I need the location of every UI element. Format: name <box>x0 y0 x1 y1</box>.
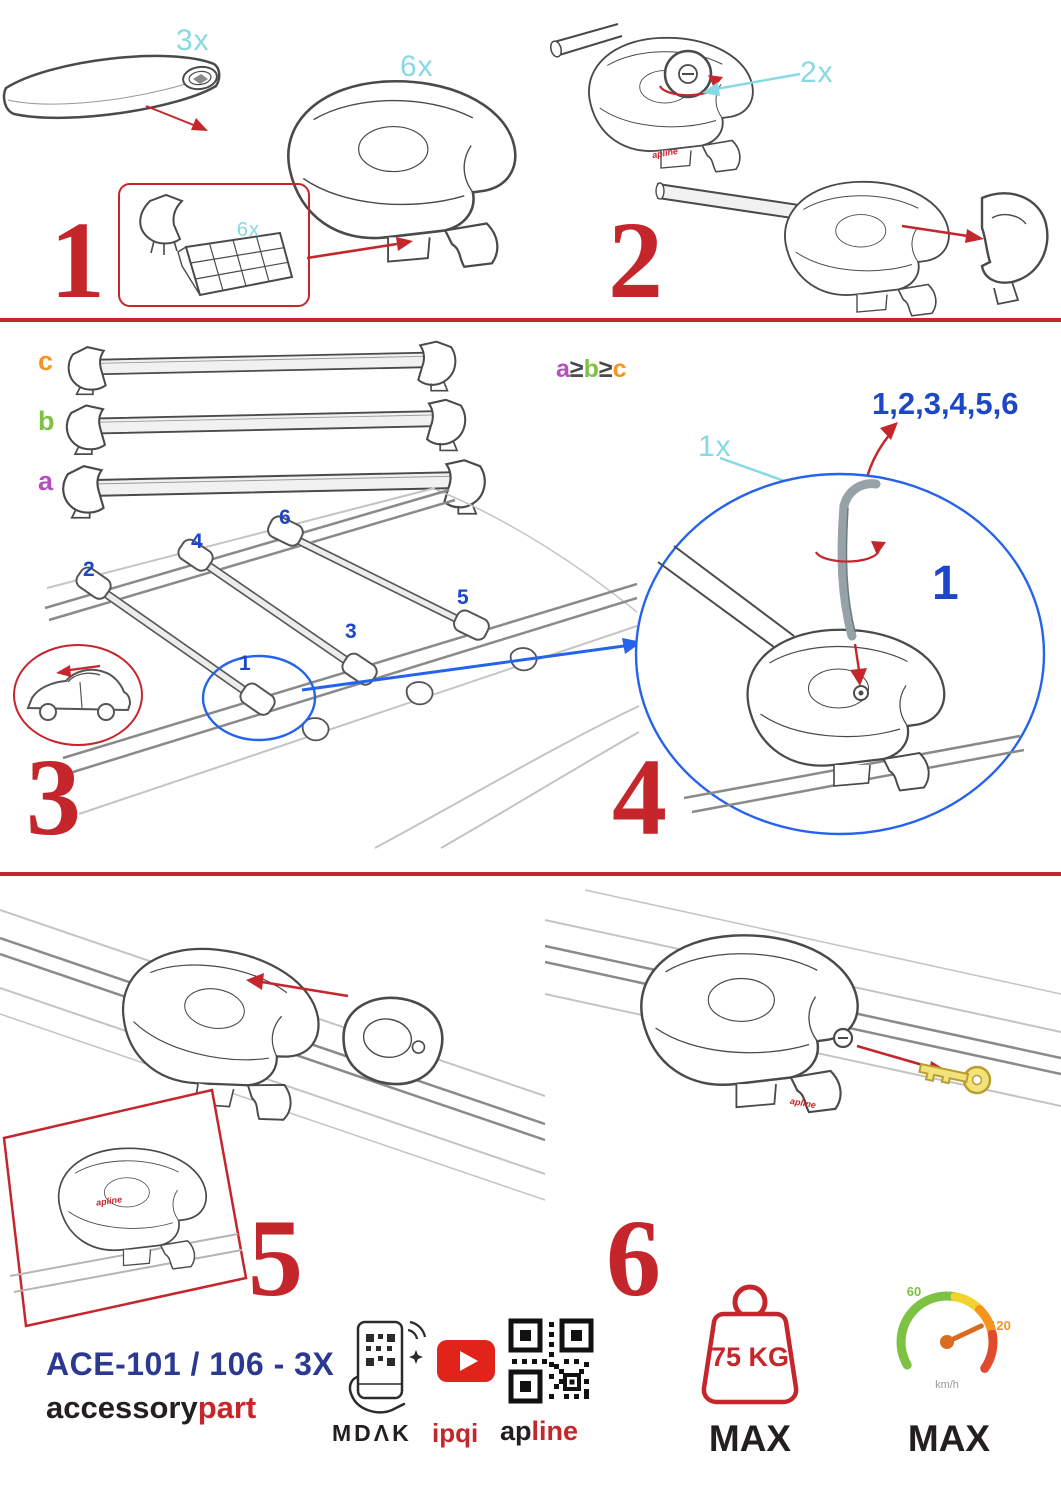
roof-position-4: 4 <box>191 530 203 553</box>
roof-position-2: 2 <box>83 558 95 581</box>
section-divider-top <box>0 318 1061 322</box>
tool-quantity-label: 1x <box>698 430 732 463</box>
length-order-formula: a≥b≥c <box>556 355 627 384</box>
pad-illustration <box>139 193 294 297</box>
step-1-number: 1 <box>50 199 105 321</box>
detail-callout-arrow <box>301 638 642 692</box>
max-load-icon <box>701 1284 799 1405</box>
mdak-brand-label: MDΛK <box>332 1420 412 1446</box>
formula-b: b <box>583 355 599 383</box>
position-one-circle <box>201 654 317 742</box>
apline-line-text: line <box>531 1416 579 1446</box>
formula-gte-2: ≥ <box>598 355 613 383</box>
installed-foot-inset <box>2 1088 248 1328</box>
position-one-label: 1 <box>932 557 959 610</box>
apline-brand-label: apline <box>500 1416 578 1447</box>
bar-profile-illustration <box>2 54 221 120</box>
knob-quantity-label: 2x <box>800 56 834 89</box>
roof-position-6: 6 <box>279 506 291 529</box>
bar-length-label-a: a <box>38 466 54 496</box>
bar-quantity-label: 3x <box>176 24 210 57</box>
endcap-assembly-illustration <box>655 180 1049 317</box>
key-icon <box>918 1062 992 1095</box>
sparkle-icon <box>409 1350 423 1364</box>
step-4-number: 4 <box>612 736 667 858</box>
bar-pointer-arrow <box>145 105 208 131</box>
locking-illustration <box>544 889 1061 1114</box>
pad-to-foot-arrow <box>306 237 413 260</box>
cover-installation-illustration <box>0 909 546 1201</box>
bar-length-label-b: b <box>38 406 55 436</box>
pad-quantity-label: 6x <box>236 219 260 241</box>
knob-callout-arrow <box>702 72 801 96</box>
product-model-label: ACE-101 / 106 - 3X <box>46 1346 335 1382</box>
roof-position-1: 1 <box>239 652 251 675</box>
apline-ap-text: ap <box>500 1416 532 1446</box>
ipqi-brand-label: ipqi <box>432 1418 479 1448</box>
accessorypart-brand: accessorypart <box>46 1390 256 1426</box>
brand-part-text: part <box>197 1390 257 1425</box>
section-divider-bottom <box>0 872 1061 876</box>
foot-quantity-label: 6x <box>400 50 434 83</box>
speed-high-label: 120 <box>989 1318 1011 1333</box>
pad-detail-inset: 6x <box>118 183 310 307</box>
step-6-number: 6 <box>606 1197 661 1319</box>
max-speed-gauge: 60 120 km/h <box>896 1284 1011 1391</box>
step-3-number: 3 <box>26 736 81 858</box>
brand-accessory-text: accessory <box>46 1390 198 1425</box>
youtube-icon <box>437 1340 495 1382</box>
tightening-sequence-label: 1,2,3,4,5,6 <box>872 386 1019 421</box>
formula-c: c <box>612 355 627 383</box>
vehicle-direction-illustration <box>13 644 143 746</box>
roof-position-5: 5 <box>457 586 469 609</box>
speed-low-label: 60 <box>907 1284 921 1299</box>
max-load-label: MAX <box>708 1418 792 1459</box>
knob-foot-illustration <box>549 23 754 173</box>
max-speed-label: MAX <box>907 1418 991 1459</box>
speed-unit-label: km/h <box>935 1379 959 1391</box>
step-2-number: 2 <box>608 199 663 321</box>
roof-mounting-illustration: 2 4 6 1 3 5 <box>44 487 640 849</box>
step-5-number: 5 <box>248 1197 303 1319</box>
tightening-detail-illustration <box>634 472 1046 836</box>
scan-app-icon <box>348 1320 427 1414</box>
qr-code <box>508 1318 594 1404</box>
formula-a: a <box>556 355 570 383</box>
max-load-value: 75 KG <box>710 1342 790 1372</box>
formula-gte-1: ≥ <box>569 355 584 383</box>
roof-position-3: 3 <box>345 620 357 643</box>
bar-length-label-c: c <box>38 346 54 376</box>
